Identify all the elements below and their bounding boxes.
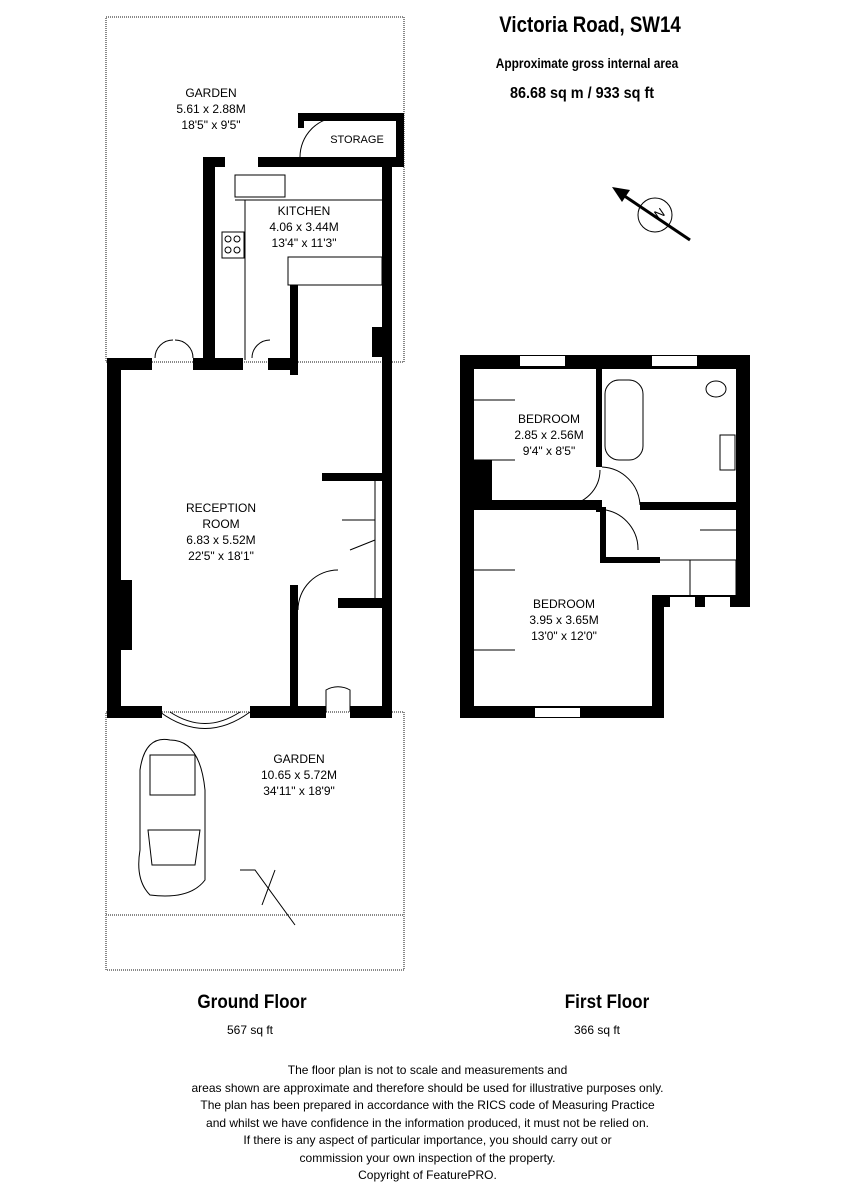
toilet-icon (705, 380, 727, 398)
disclaimer: The floor plan is not to scale and measu… (0, 1062, 855, 1185)
area-subtitle: Approximate gross internal area (495, 55, 679, 71)
ground-floor-walls (107, 113, 404, 718)
ground-floor-area: 567 sq ft (226, 1023, 274, 1037)
bath-icon (604, 379, 644, 461)
compass-icon (612, 187, 691, 242)
disclaimer-line: If there is any aspect of particular imp… (243, 1133, 612, 1147)
ground-floor-label: Ground Floor (197, 992, 307, 1013)
hob-icon (221, 231, 245, 259)
disclaimer-line: areas shown are approximate and therefor… (191, 1080, 664, 1095)
first-floor-area: 366 sq ft (573, 1023, 621, 1037)
storage-label: STORAGE (330, 134, 384, 146)
disclaimer-line: The plan has been prepared in accordance… (200, 1098, 655, 1112)
property-title: Victoria Road, SW14 (499, 12, 681, 37)
copyright: Copyright of FeaturePRO. (358, 1168, 497, 1182)
storage-door (299, 116, 341, 158)
disclaimer-line: commission your own inspection of the pr… (299, 1150, 556, 1165)
first-floor-label: First Floor (564, 992, 650, 1013)
front-garden-outline (105, 711, 405, 971)
car-icon (138, 738, 206, 897)
rear-garden-outline (105, 16, 405, 363)
disclaimer-line: The floor plan is not to scale and measu… (287, 1063, 568, 1077)
disclaimer-line: and whilst we have confidence in the inf… (206, 1115, 649, 1130)
total-area: 86.68 sq m / 933 sq ft (509, 85, 655, 102)
